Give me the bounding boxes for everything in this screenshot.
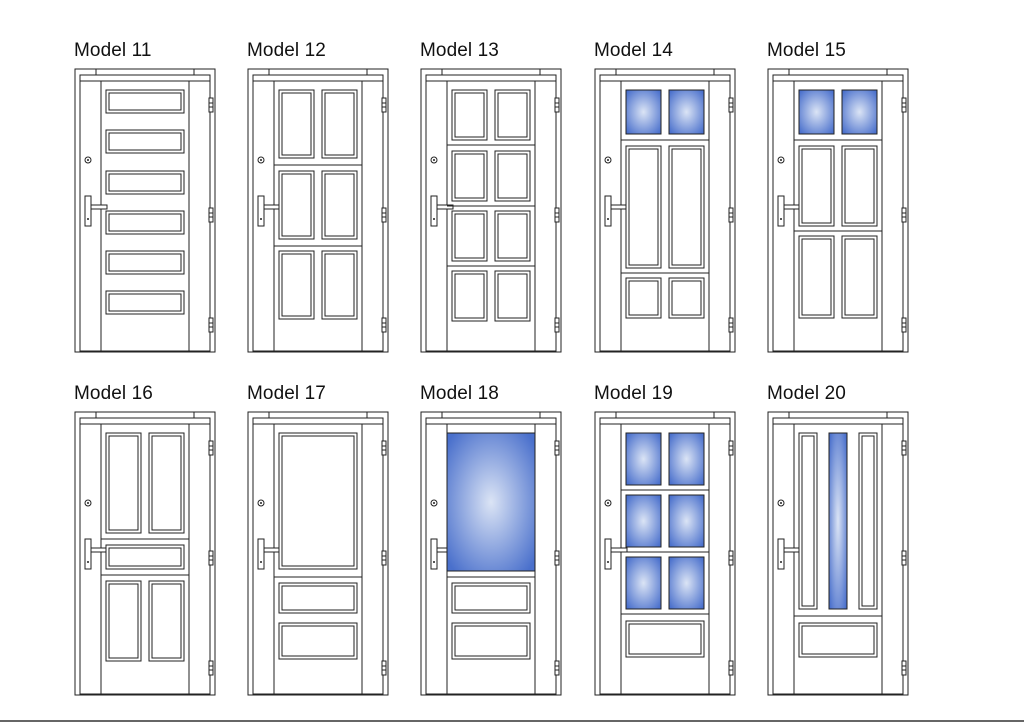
hinge-icon [901,317,907,333]
door-model-card[interactable]: Model 16 [74,383,224,713]
door-model-card[interactable]: Model 15 [767,40,917,370]
handle-icon [604,538,612,570]
hinge-icon [381,440,387,456]
model-label: Model 13 [420,40,499,61]
hinge-icon [901,207,907,223]
door-drawing [247,411,389,696]
handle-icon [430,195,438,227]
hinge-icon [554,440,560,456]
door-model-card[interactable]: Model 14 [594,40,744,370]
hinge-icon [381,317,387,333]
door-drawing [247,68,389,353]
model-label: Model 17 [247,383,326,404]
door-drawing [594,68,736,353]
hinge-icon [381,660,387,676]
door-drawing [74,68,216,353]
hinge-icon [901,440,907,456]
hinge-icon [728,660,734,676]
hinge-icon [208,317,214,333]
handle-icon [430,538,438,570]
model-label: Model 18 [420,383,499,404]
hinge-icon [728,550,734,566]
door-drawing [767,68,909,353]
door-model-card[interactable]: Model 11 [74,40,224,370]
hinge-icon [381,550,387,566]
door-model-card[interactable]: Model 17 [247,383,397,713]
model-label: Model 14 [594,40,673,61]
handle-icon [84,195,92,227]
door-model-card[interactable]: Model 20 [767,383,917,713]
hinge-icon [381,97,387,113]
door-drawing [594,411,736,696]
handle-icon [257,538,265,570]
door-drawing [74,411,216,696]
handle-icon [777,195,785,227]
model-label: Model 12 [247,40,326,61]
hinge-icon [381,207,387,223]
hinge-icon [208,550,214,566]
hinge-icon [208,440,214,456]
handle-icon [84,538,92,570]
hinge-icon [554,550,560,566]
hinge-icon [554,207,560,223]
hinge-icon [901,660,907,676]
door-drawing [420,411,562,696]
door-model-card[interactable]: Model 19 [594,383,744,713]
hinge-icon [728,440,734,456]
hinge-icon [208,660,214,676]
hinge-icon [554,317,560,333]
divider [0,720,1024,722]
model-label: Model 19 [594,383,673,404]
hinge-icon [554,97,560,113]
door-model-card[interactable]: Model 13 [420,40,570,370]
hinge-icon [901,550,907,566]
model-label: Model 11 [74,40,152,61]
door-drawing [420,68,562,353]
handle-icon [777,538,785,570]
hinge-icon [728,207,734,223]
hinge-icon [554,660,560,676]
hinge-icon [901,97,907,113]
model-label: Model 15 [767,40,846,61]
door-model-card[interactable]: Model 18 [420,383,570,713]
hinge-icon [208,207,214,223]
handle-icon [604,195,612,227]
model-label: Model 20 [767,383,846,404]
door-drawing [767,411,909,696]
hinge-icon [728,317,734,333]
door-model-card[interactable]: Model 12 [247,40,397,370]
hinge-icon [208,97,214,113]
handle-icon [257,195,265,227]
hinge-icon [728,97,734,113]
model-label: Model 16 [74,383,153,404]
